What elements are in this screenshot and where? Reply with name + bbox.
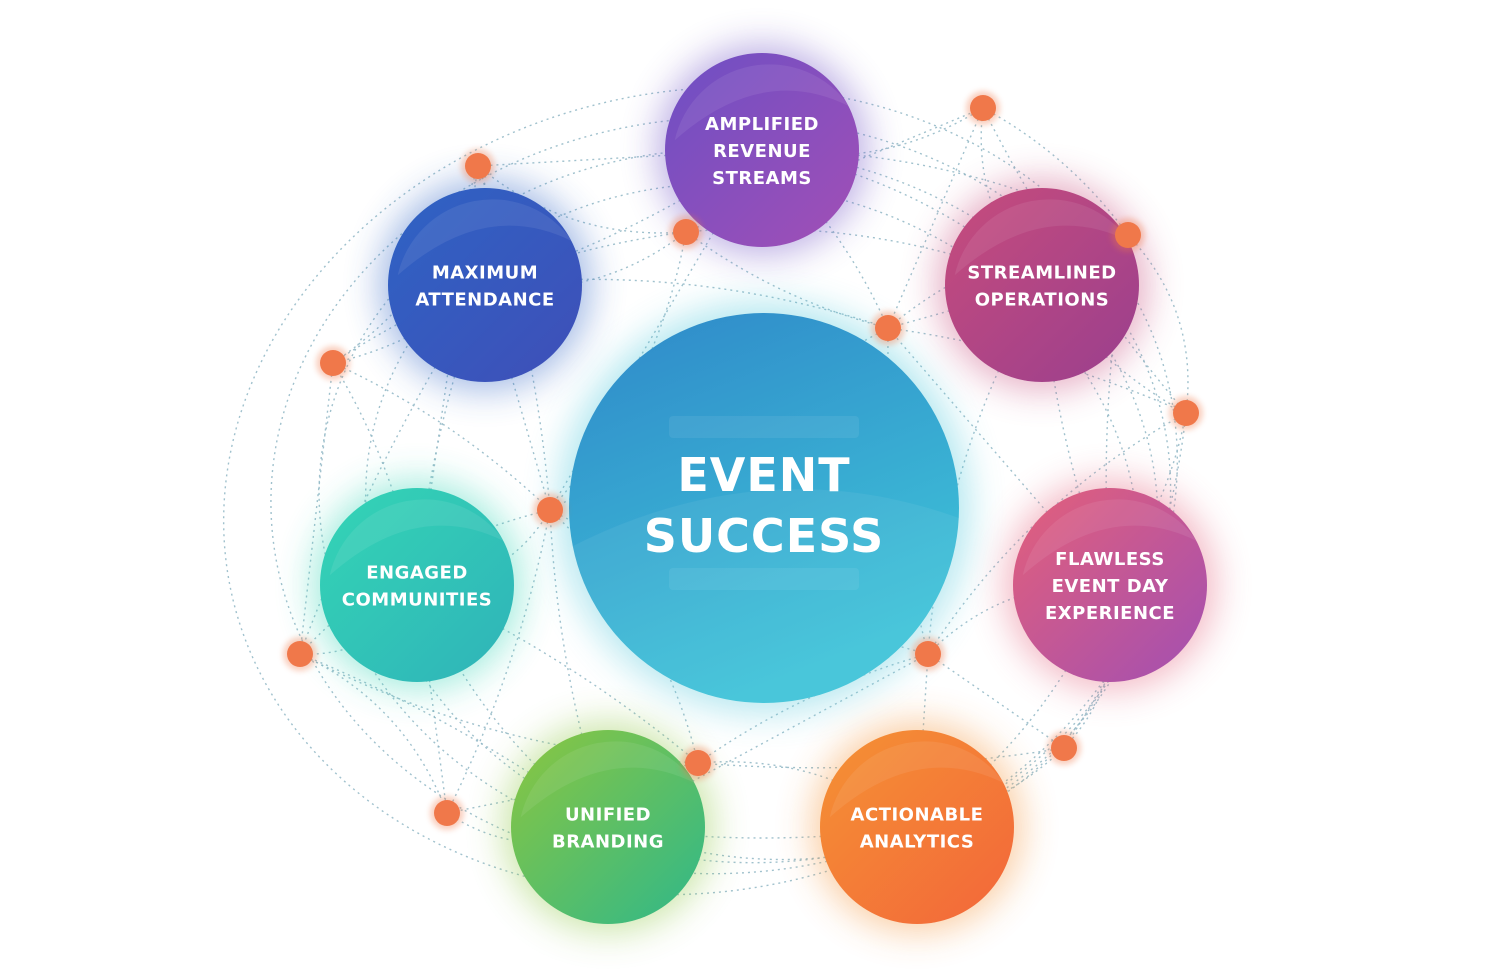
node-label-line: ANALYTICS [860, 832, 975, 853]
connector-dot [537, 497, 563, 523]
connection-line [332, 362, 551, 511]
connection-line [416, 584, 448, 814]
connection-line [761, 107, 984, 157]
node-actionable-analytics: ACTIONABLE ANALYTICS [820, 730, 1014, 924]
connector-dot [287, 641, 313, 667]
connection-line [982, 107, 1129, 236]
connection-line [761, 149, 1043, 286]
node-unified-branding: UNIFIED BRANDING [511, 730, 705, 924]
node-flawless-event-day-experience: FLAWLESS EVENT DAY EXPERIENCE [1013, 488, 1207, 682]
node-circle [945, 188, 1139, 382]
connector-dot [1115, 222, 1141, 248]
node-sheen [674, 64, 850, 141]
connection-line [1105, 234, 1129, 586]
connection-line [916, 584, 1111, 828]
node-circle [1013, 488, 1207, 682]
node-label-line: MAXIMUM [432, 263, 538, 284]
node-sheen [1022, 499, 1198, 576]
connector-dots [283, 91, 1203, 830]
outer-ring [270, 116, 1172, 875]
connector-dot [434, 800, 460, 826]
node-label-line: EXPERIENCE [1045, 603, 1175, 624]
center-title-line-1: EVENT [677, 448, 850, 502]
center-circle [569, 313, 959, 703]
node-label-line: OPERATIONS [975, 290, 1110, 311]
connection-line [927, 653, 1065, 749]
connector-dot [1173, 400, 1199, 426]
connector-dot [875, 315, 901, 341]
node-amplified-revenue-streams: AMPLIFIED REVENUE STREAMS [665, 53, 859, 247]
nodes: AMPLIFIED REVENUE STREAMS STREAMLINED OPERAT… [320, 53, 1207, 924]
connection-line [484, 231, 687, 289]
node-sheen [329, 499, 505, 576]
node-sheen [829, 741, 1005, 818]
connector-dot [1051, 735, 1077, 761]
node-label-line: ATTENDANCE [415, 290, 554, 311]
node-engaged-communities: ENGAGED COMMUNITIES [320, 488, 514, 682]
node-circle [320, 488, 514, 682]
connection-line [887, 327, 1111, 586]
center-watermark [669, 568, 859, 590]
connection-line [299, 653, 609, 828]
connection-line [484, 284, 551, 511]
node-label-line: STREAMS [712, 168, 812, 189]
node-label-line: EVENT DAY [1052, 576, 1169, 597]
connection-line [697, 747, 1065, 769]
node-label-line: FLAWLESS [1055, 549, 1165, 570]
node-sheen [397, 199, 573, 276]
connector-dot [685, 750, 711, 776]
connection-line [549, 509, 699, 764]
connection-line [887, 327, 1187, 414]
node-maximum-attendance: MAXIMUM ATTENDANCE [388, 188, 582, 382]
node-label-line: BRANDING [552, 832, 664, 853]
connection-line [761, 149, 889, 329]
node-circle [388, 188, 582, 382]
node-label-line: STREAMLINED [967, 263, 1116, 284]
connection-line [982, 107, 1187, 414]
connection-line [416, 584, 699, 764]
node-circle [820, 730, 1014, 924]
connection-line [299, 653, 448, 814]
center-title-line-2: SUCCESS [644, 509, 885, 563]
node-sheen [520, 741, 696, 818]
node-circle [665, 53, 859, 247]
connection-line [1127, 234, 1189, 414]
connector-dot [673, 219, 699, 245]
node-circle [511, 730, 705, 924]
node-label-line: REVENUE [713, 141, 811, 162]
connection-line [332, 284, 486, 364]
center-watermark [669, 416, 859, 438]
connector-dot [465, 153, 491, 179]
node-label-line: UNIFIED [565, 805, 651, 826]
node-streamlined-operations: STREAMLINED OPERATIONS [945, 188, 1139, 382]
outer-ring [222, 86, 1178, 896]
connection-line [299, 362, 334, 655]
connector-dot [970, 95, 996, 121]
connector-dot [320, 350, 346, 376]
node-label-line: ENGAGED [366, 563, 468, 584]
center-sheen [569, 489, 960, 729]
node-sheen [954, 199, 1130, 276]
node-label-line: AMPLIFIED [705, 114, 819, 135]
node-label-line: ACTIONABLE [851, 805, 984, 826]
node-label-line: COMMUNITIES [342, 590, 492, 611]
connector-dot [915, 641, 941, 667]
connection-line [887, 234, 1129, 329]
center-node: EVENT SUCCESS [569, 313, 960, 729]
